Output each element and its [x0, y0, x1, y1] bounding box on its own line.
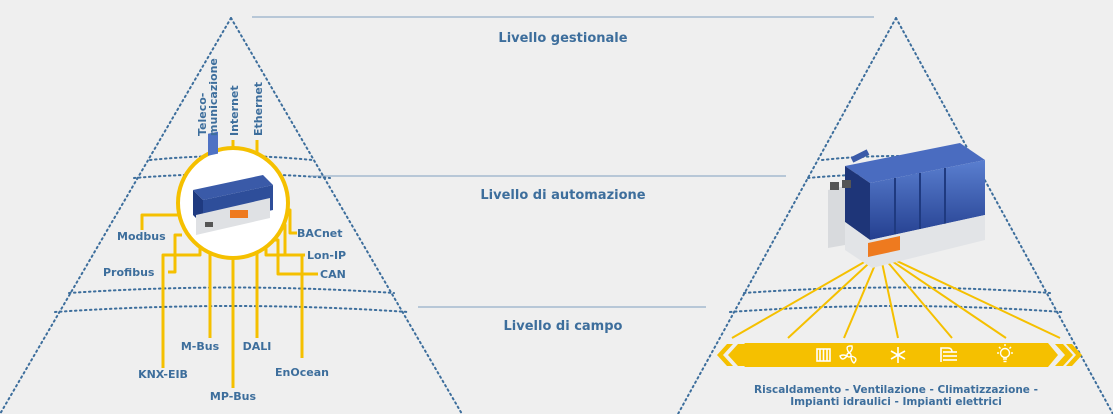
- protocol-knx-eib: KNX-EIB: [138, 368, 188, 381]
- protocol-internet: Internet: [228, 85, 241, 136]
- protocol-profibus: Profibus: [103, 266, 155, 279]
- protocol-bacnet: BACnet: [297, 227, 343, 240]
- lightbulb-icon: [997, 344, 1013, 363]
- protocol-ethernet: Ethernet: [252, 82, 265, 136]
- fan-out-lines: [731, 252, 1061, 339]
- protocol-can: CAN: [320, 268, 346, 281]
- discipline-caption-line1: Riscaldamento - Ventilazione - Climatizz…: [754, 384, 1038, 396]
- right-protocol-labels: BACnet Lon-IP CAN: [297, 227, 346, 281]
- protocol-telecom-line1: Teleco-: [196, 93, 209, 136]
- protocol-enocean: EnOcean: [275, 366, 329, 379]
- level-management-label: Livello gestionale: [498, 31, 627, 46]
- protocol-modbus: Modbus: [117, 230, 166, 243]
- snowflake-icon: [890, 347, 906, 363]
- protocol-m-bus: M-Bus: [181, 340, 220, 353]
- top-protocol-labels: Teleco- municazione Internet Ethernet: [196, 58, 265, 136]
- controller-device-small: [193, 131, 273, 235]
- controller-device-large: [828, 143, 985, 268]
- level-automation: Livello di automazione: [310, 175, 786, 203]
- right-pyramid: [677, 17, 1113, 414]
- protocol-lon-ip: Lon-IP: [307, 249, 346, 262]
- radiator-icon: [816, 348, 831, 362]
- bottom-protocol-labels: KNX-EIB M-Bus MP-Bus DALI EnOcean: [138, 340, 329, 403]
- level-field-label: Livello di campo: [504, 319, 623, 334]
- discipline-caption-line2: Impianti idraulici - Impianti elettrici: [790, 396, 1002, 408]
- fan-icon: [839, 345, 857, 364]
- level-field: Livello di campo: [418, 306, 706, 334]
- faucet-icon: [940, 347, 957, 362]
- protocol-mp-bus: MP-Bus: [210, 390, 257, 403]
- protocol-dali: DALI: [243, 340, 272, 353]
- protocol-telecom-line2: municazione: [207, 58, 220, 136]
- level-management: Livello gestionale: [252, 16, 874, 46]
- left-protocol-labels: Modbus Profibus: [103, 230, 166, 279]
- discipline-caption: Riscaldamento - Ventilazione - Climatizz…: [754, 384, 1038, 408]
- level-automation-label: Livello di automazione: [480, 188, 645, 203]
